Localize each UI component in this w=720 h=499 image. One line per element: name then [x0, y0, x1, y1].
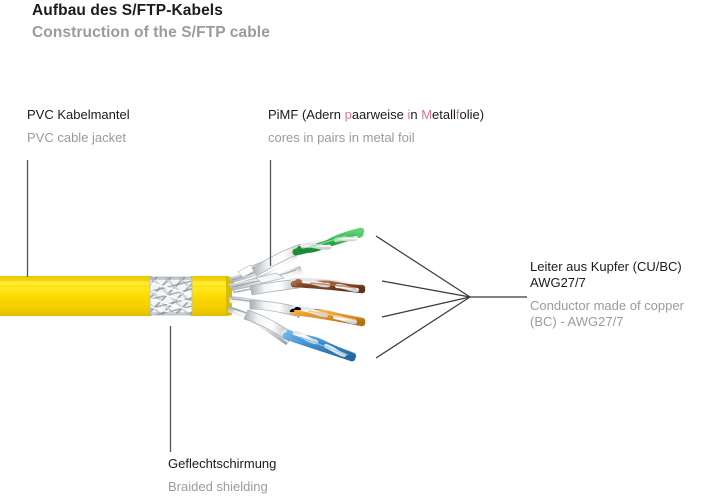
- label-shielding-de: Geflechtschirmung: [168, 456, 277, 471]
- label-pimf-segment-5: M: [421, 107, 433, 122]
- pvc-jacket: [0, 276, 228, 316]
- twisted-pair-orange: [249, 299, 366, 327]
- conductor-leader-lines: [375, 235, 527, 359]
- label-pimf-de: PiMF (Adern paarweise in Metallfolie): [268, 107, 484, 123]
- label-pimf-segment-8: olie): [459, 107, 485, 122]
- label-pimf-en: cores in pairs in metal foil: [268, 130, 415, 145]
- label-pimf-segment-2: aarweise: [351, 107, 408, 122]
- label-conductor-de-line2: AWG27/7: [530, 275, 586, 290]
- label-conductor-en-line1: Conductor made of copper: [530, 298, 684, 313]
- label-pimf-segment-4: n: [410, 107, 422, 122]
- label-pimf-segment-6: etall: [432, 107, 456, 122]
- twisted-pair-green: [251, 227, 365, 277]
- label-pimf-segment-3: i: [407, 107, 411, 122]
- label-pimf-segment-1: p: [344, 107, 352, 122]
- twisted-pair-blue: [243, 309, 357, 362]
- label-shielding-en: Braided shielding: [168, 479, 268, 494]
- label-pimf-segment-0: PiMF (Adern: [268, 107, 345, 122]
- twisted-pair-brown: [249, 277, 366, 296]
- page-title-en: Construction of the S/FTP cable: [32, 24, 270, 41]
- label-jacket-en: PVC cable jacket: [27, 130, 126, 145]
- label-conductor-de-line1: Leiter aus Kupfer (CU/BC): [530, 259, 682, 274]
- braided-shield-window: [149, 276, 193, 316]
- label-jacket-de: PVC Kabelmantel: [27, 107, 130, 122]
- page-title-de: Aufbau des S/FTP-Kabels: [32, 2, 223, 19]
- label-conductor-en-line2: (BC) - AWG27/7: [530, 314, 624, 329]
- label-pimf-segment-7: f: [455, 107, 460, 122]
